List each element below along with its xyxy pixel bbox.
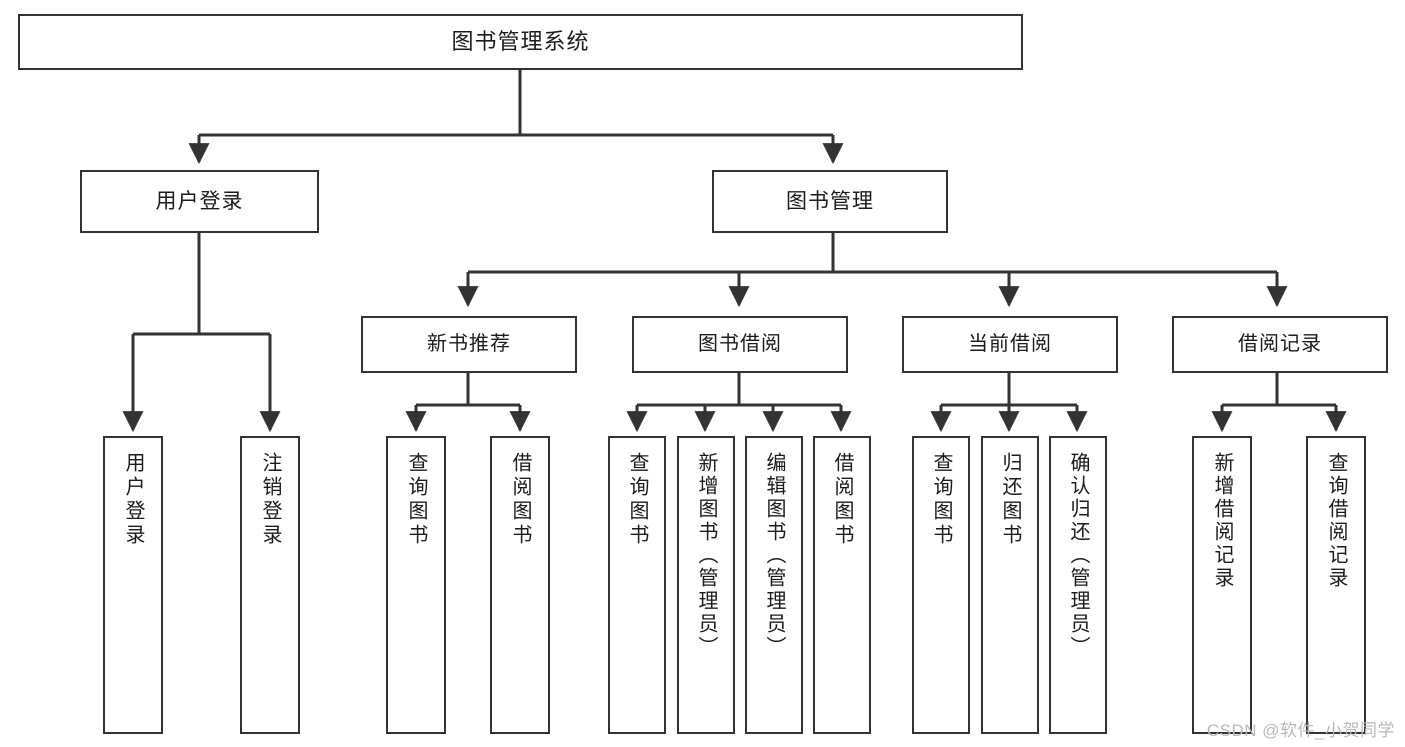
node-label: 查询借阅记录 (1325, 452, 1347, 590)
node-user-login[interactable]: 用户登录 (80, 170, 319, 233)
node-leaf-borrow-book-2[interactable]: 借阅图书 (813, 436, 871, 734)
node-book-borrow[interactable]: 图书借阅 (632, 316, 848, 373)
node-leaf-query-book-3[interactable]: 查询图书 (912, 436, 970, 734)
node-label: 查询图书 (930, 452, 952, 548)
node-label: 借阅图书 (509, 452, 531, 548)
node-new-book-recommend[interactable]: 新书推荐 (361, 316, 577, 373)
node-label: 借阅图书 (831, 452, 853, 548)
watermark-csdn: CSDN @软件_小贺同学 (1206, 721, 1395, 740)
node-label: 当前借阅 (968, 333, 1052, 356)
node-label: 用户登录 (122, 452, 144, 548)
node-book-manage[interactable]: 图书管理 (712, 170, 948, 233)
node-label: 确认归还（管理员） (1067, 452, 1089, 659)
node-root-system[interactable]: 图书管理系统 (18, 14, 1023, 70)
node-leaf-query-borrow-record[interactable]: 查询借阅记录 (1306, 436, 1366, 734)
node-label: 新书推荐 (427, 333, 511, 356)
node-current-borrow[interactable]: 当前借阅 (902, 316, 1118, 373)
node-label: 图书管理系统 (451, 28, 590, 54)
node-label: 查询图书 (626, 452, 648, 548)
node-label: 注销登录 (259, 452, 281, 548)
node-leaf-user-login[interactable]: 用户登录 (103, 436, 163, 734)
node-leaf-edit-book-admin[interactable]: 编辑图书（管理员） (745, 436, 803, 734)
node-leaf-query-book-2[interactable]: 查询图书 (608, 436, 666, 734)
node-leaf-borrow-book-1[interactable]: 借阅图书 (490, 436, 550, 734)
node-label: 新增借阅记录 (1211, 452, 1233, 590)
node-leaf-add-borrow-record[interactable]: 新增借阅记录 (1192, 436, 1252, 734)
node-label: 归还图书 (999, 452, 1021, 548)
node-label: 用户登录 (155, 189, 244, 213)
node-leaf-logout-login[interactable]: 注销登录 (240, 436, 300, 734)
node-label: 借阅记录 (1238, 333, 1322, 356)
node-leaf-confirm-return-admin[interactable]: 确认归还（管理员） (1049, 436, 1107, 734)
node-label: 图书借阅 (698, 333, 782, 356)
node-label: 查询图书 (405, 452, 427, 548)
node-leaf-add-book-admin[interactable]: 新增图书（管理员） (677, 436, 735, 734)
node-label: 编辑图书（管理员） (763, 452, 785, 659)
node-label: 图书管理 (786, 189, 874, 213)
node-leaf-return-book[interactable]: 归还图书 (981, 436, 1039, 734)
node-leaf-query-book-1[interactable]: 查询图书 (386, 436, 446, 734)
node-borrow-record[interactable]: 借阅记录 (1172, 316, 1388, 373)
node-label: 新增图书（管理员） (695, 452, 717, 659)
